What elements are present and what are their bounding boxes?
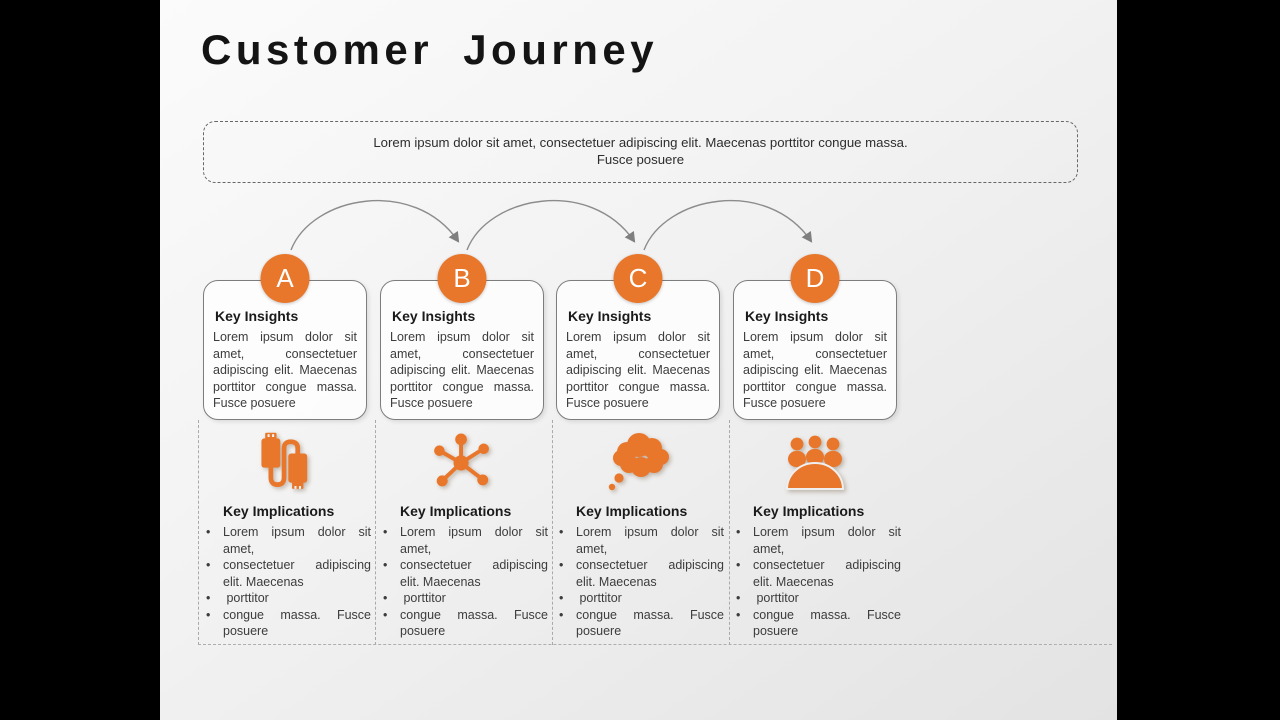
stage-badge-b: B bbox=[437, 254, 487, 303]
journey-column-b: B Key Insights Lorem ipsum dolor sit ame… bbox=[380, 0, 548, 720]
key-implications-list: Lorem ipsum dolor sit amet, consectetuer… bbox=[380, 524, 548, 640]
implication-bullet: Lorem ipsum dolor sit amet, bbox=[556, 524, 724, 557]
stage-letter-c: C bbox=[628, 263, 648, 293]
implication-bullet: consectetuer adipiscing elit. Maecenas bbox=[203, 557, 371, 590]
molecule-icon bbox=[380, 428, 544, 496]
key-insights-title: Key Insights bbox=[568, 308, 652, 324]
implication-bullet: porttitor bbox=[203, 590, 371, 607]
column-divider-dashed bbox=[729, 420, 730, 645]
slide-canvas: Customer Journey Lorem ipsum dolor sit a… bbox=[160, 0, 1117, 720]
letterbox-right bbox=[1117, 0, 1280, 720]
journey-column-d: D Key Insights Lorem ipsum dolor sit ame… bbox=[733, 0, 901, 720]
implication-bullet: congue massa. Fusce posuere bbox=[733, 607, 901, 640]
key-insights-card-c: Key Insights Lorem ipsum dolor sit amet,… bbox=[556, 280, 720, 420]
implication-bullet: consectetuer adipiscing elit. Maecenas bbox=[733, 557, 901, 590]
implication-bullet: Lorem ipsum dolor sit amet, bbox=[733, 524, 901, 557]
stage-badge-a: A bbox=[260, 254, 310, 303]
implication-bullet: consectetuer adipiscing elit. Maecenas bbox=[556, 557, 724, 590]
journey-column-a: A Key Insights Lorem ipsum dolor sit ame… bbox=[203, 0, 371, 720]
stage-letter-b: B bbox=[453, 263, 471, 293]
column-divider-dashed bbox=[375, 420, 376, 645]
implication-bullet: porttitor bbox=[380, 590, 548, 607]
key-insights-body: Lorem ipsum dolor sit amet, consectetuer… bbox=[213, 330, 357, 410]
intro-line-1: Lorem ipsum dolor sit amet, consectetuer… bbox=[373, 135, 908, 150]
meeting-audience-icon bbox=[733, 428, 897, 496]
thought-cloud-icon bbox=[556, 428, 720, 496]
key-insights-body: Lorem ipsum dolor sit amet, consectetuer… bbox=[566, 330, 710, 410]
implication-bullet: Lorem ipsum dolor sit amet, bbox=[203, 524, 371, 557]
stage-badge-c: C bbox=[613, 254, 663, 303]
implication-bullet: porttitor bbox=[733, 590, 901, 607]
slide-title: Customer Journey bbox=[201, 26, 659, 73]
intro-box: Lorem ipsum dolor sit amet, consectetuer… bbox=[203, 121, 1078, 183]
letterbox-left bbox=[0, 0, 160, 720]
key-implications-title: Key Implications bbox=[223, 503, 335, 519]
key-insights-title: Key Insights bbox=[215, 308, 299, 324]
implication-bullet: congue massa. Fusce posuere bbox=[203, 607, 371, 640]
key-implications-title: Key Implications bbox=[400, 503, 512, 519]
column-divider-dashed bbox=[198, 420, 199, 645]
implication-bullet: congue massa. Fusce posuere bbox=[556, 607, 724, 640]
implication-bullet: porttitor bbox=[556, 590, 724, 607]
key-implications-list: Lorem ipsum dolor sit amet, consectetuer… bbox=[556, 524, 724, 640]
key-insights-body: Lorem ipsum dolor sit amet, consectetuer… bbox=[743, 330, 887, 410]
key-insights-title: Key Insights bbox=[745, 308, 829, 324]
key-insights-card-d: Key Insights Lorem ipsum dolor sit amet,… bbox=[733, 280, 897, 420]
implication-bullet: Lorem ipsum dolor sit amet, bbox=[380, 524, 548, 557]
bottom-divider-dashed bbox=[198, 644, 1112, 645]
key-insights-body: Lorem ipsum dolor sit amet, consectetuer… bbox=[390, 330, 534, 410]
usb-cable-icon bbox=[203, 428, 367, 496]
column-divider-dashed bbox=[552, 420, 553, 645]
key-implications-title: Key Implications bbox=[753, 503, 865, 519]
key-implications-list: Lorem ipsum dolor sit amet, consectetuer… bbox=[203, 524, 371, 640]
stage-badge-d: D bbox=[790, 254, 840, 303]
stage-letter-a: A bbox=[276, 263, 294, 293]
key-insights-card-b: Key Insights Lorem ipsum dolor sit amet,… bbox=[380, 280, 544, 420]
implication-bullet: consectetuer adipiscing elit. Maecenas bbox=[380, 557, 548, 590]
stage-letter-d: D bbox=[805, 263, 825, 293]
implication-bullet: congue massa. Fusce posuere bbox=[380, 607, 548, 640]
journey-column-c: C Key Insights Lorem ipsum dolor sit ame… bbox=[556, 0, 724, 720]
key-insights-title: Key Insights bbox=[392, 308, 476, 324]
key-implications-list: Lorem ipsum dolor sit amet, consectetuer… bbox=[733, 524, 901, 640]
intro-line-2: Fusce posuere bbox=[596, 152, 685, 167]
key-implications-title: Key Implications bbox=[576, 503, 688, 519]
